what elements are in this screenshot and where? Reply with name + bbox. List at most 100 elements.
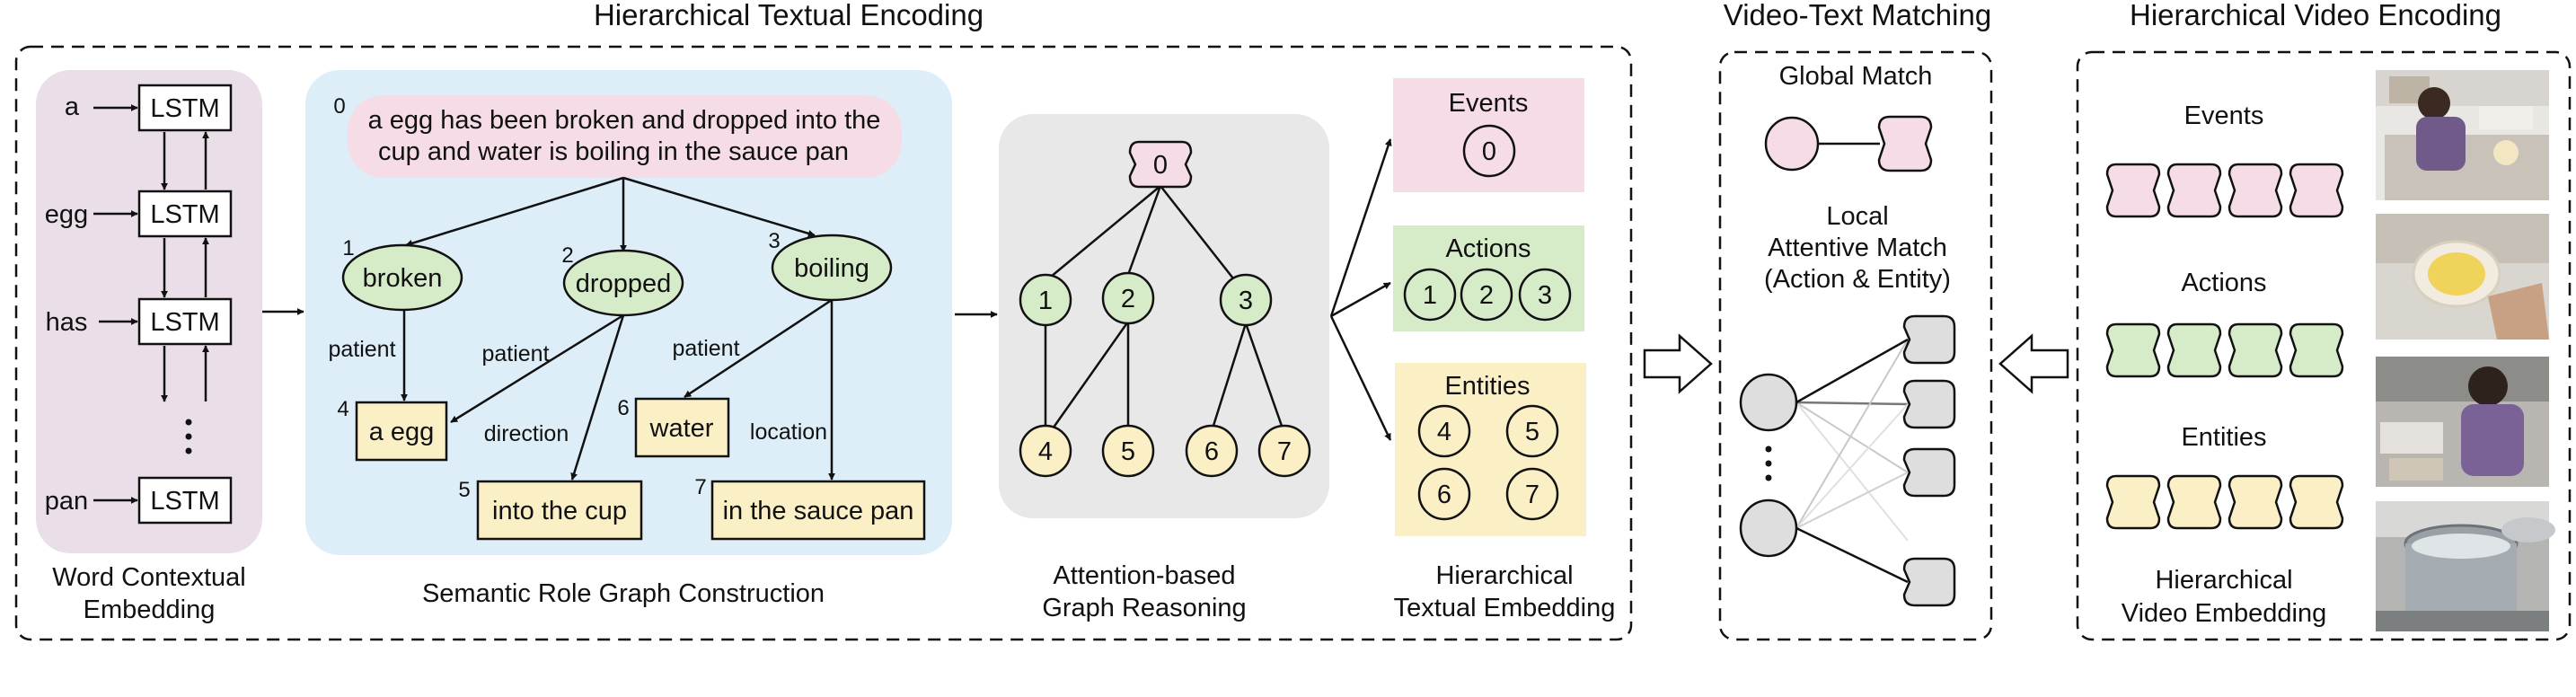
lstm-cell (137, 476, 233, 525)
argument-node (1101, 424, 1155, 478)
role-label: patient (328, 337, 395, 362)
argument-node (634, 397, 730, 458)
video-encoding-frame (2076, 50, 2572, 641)
video-event-node (2228, 163, 2283, 218)
word-embedding-caption: Word Contextual (52, 563, 245, 592)
verb-index: 2 (561, 243, 573, 268)
local-text-node (1739, 498, 1798, 558)
matching-frame (1718, 50, 1993, 641)
verb-label: 3 (1239, 287, 1253, 315)
argument-label: a egg (369, 418, 435, 446)
argument-index: 6 (617, 396, 629, 420)
video-action-node (2228, 322, 2283, 378)
video-encoding-title: Hierarchical Video Encoding (2130, 0, 2501, 31)
textual-embedding-caption: Hierarchical (1435, 561, 1573, 590)
argument-label: into the cup (492, 497, 627, 525)
sentence-node (348, 95, 902, 178)
root-node (1128, 140, 1193, 189)
video-entity-node (2105, 474, 2161, 530)
sentence-index: 0 (333, 94, 345, 119)
argument-label: water (649, 414, 714, 443)
role-label: patient (672, 336, 739, 361)
role-label: location (750, 419, 827, 445)
sentence-line: cup and water is boiling in the sauce pa… (378, 137, 849, 166)
word-token: has (46, 308, 88, 337)
word-token: pan (45, 487, 88, 516)
events-title: Events (1449, 89, 1529, 118)
verb-node (341, 243, 463, 312)
argument-node (1019, 424, 1072, 478)
lstm-cell (137, 297, 233, 346)
argument-label: 7 (1277, 437, 1292, 466)
root-label: 0 (1153, 151, 1168, 180)
verb-node (1219, 273, 1273, 327)
local-match-label: Local (1826, 202, 1888, 231)
word-embedding-caption: Embedding (84, 596, 216, 624)
verb-index: 1 (342, 236, 354, 260)
argument-label: 6 (1204, 437, 1219, 466)
entity-node (1417, 467, 1471, 521)
verb-label: 1 (1038, 287, 1053, 315)
left-hollow-arrow (1998, 333, 2069, 394)
entity-label: 5 (1525, 418, 1539, 446)
textual-embedding-panel: Events 0 Actions 1 2 3 Entities 4 5 6 7 … (1393, 78, 1615, 622)
entities-title: Entities (1444, 372, 1530, 401)
video-action-node (2166, 322, 2222, 378)
local-match-label: (Action & Entity) (1764, 265, 1951, 294)
video-actions-title: Actions (2181, 269, 2266, 297)
action-node (1460, 268, 1513, 322)
lstm-label: LSTM (150, 487, 219, 516)
argument-node (1257, 424, 1311, 478)
word-embedding-panel: LSTM LSTM LSTM LSTM a egg has pan Word C… (36, 70, 262, 624)
graph-reasoning-caption: Graph Reasoning (1042, 594, 1246, 622)
video-frame-4 (2376, 501, 2555, 631)
argument-node (710, 480, 926, 541)
argument-index: 4 (337, 397, 348, 421)
entity-node (1417, 404, 1471, 458)
lstm-cell (137, 190, 233, 238)
video-frame-3 (2376, 357, 2549, 487)
argument-index: 7 (694, 475, 706, 499)
global-video-node (1877, 115, 1933, 172)
global-match-label: Global Match (1779, 62, 1933, 91)
video-embedding-caption: Video Embedding (2122, 599, 2326, 628)
video-events-title: Events (2184, 101, 2264, 130)
graph-reasoning-background (999, 114, 1329, 518)
verb-node (1019, 273, 1072, 327)
verb-label: 2 (1121, 285, 1135, 313)
local-match-label: Attentive Match (1768, 234, 1947, 262)
local-video-node (1902, 314, 1956, 365)
argument-label: 5 (1121, 437, 1135, 466)
graph-reasoning-panel: 0 1 2 3 4 5 6 7 Attention-based Graph Re… (999, 114, 1329, 622)
matching-title: Video-Text Matching (1724, 0, 1991, 31)
textual-embedding-caption: Textual Embedding (1394, 594, 1616, 622)
lstm-label: LSTM (150, 94, 219, 123)
video-event-node (2105, 163, 2161, 218)
argument-node (355, 401, 448, 462)
entity-label: 6 (1437, 481, 1451, 509)
lstm-label: LSTM (150, 200, 219, 229)
action-label: 3 (1538, 281, 1552, 310)
video-frame-1 (2376, 70, 2549, 200)
global-text-node (1764, 116, 1820, 172)
entity-node (1505, 404, 1559, 458)
local-text-node (1739, 373, 1798, 432)
semantic-graph-caption: Semantic Role Graph Construction (422, 579, 825, 608)
video-entity-node (2228, 474, 2283, 530)
role-label: patient (481, 341, 549, 366)
verb-index: 3 (768, 229, 780, 253)
local-video-node (1902, 379, 1956, 429)
verb-label: broken (363, 264, 443, 293)
video-frame-2 (2376, 214, 2549, 340)
video-event-node (2166, 163, 2222, 218)
sentence-line: a egg has been broken and dropped into t… (368, 106, 881, 135)
argument-label: 4 (1038, 437, 1053, 466)
video-entities-title: Entities (2181, 423, 2266, 452)
event-node (1462, 124, 1516, 178)
entity-node (1505, 467, 1559, 521)
video-entity-node (2289, 474, 2344, 530)
video-event-node (2289, 163, 2344, 218)
event-label: 0 (1482, 137, 1496, 166)
entity-label: 7 (1525, 481, 1539, 509)
